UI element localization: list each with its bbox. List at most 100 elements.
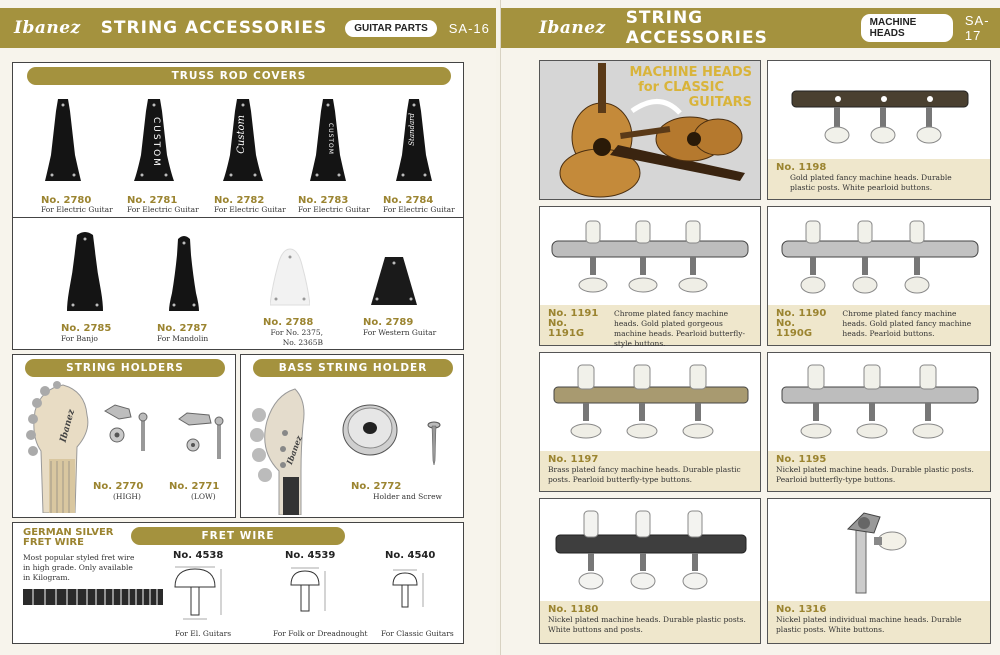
truss-cover-2787 <box>169 235 199 317</box>
item-number: No. 2787 <box>157 323 208 334</box>
truss-cover-2780 <box>45 97 81 187</box>
product-card-1197: No. 1197 Brass plated fancy machine head… <box>539 352 761 492</box>
item-desc: Chrome plated fancy machine heads. Gold … <box>614 309 745 348</box>
item-number: No. 1198 <box>776 162 827 173</box>
product-card-1316: No. 1316 Nickel plated individual machin… <box>767 498 991 644</box>
section-tag: MACHINE HEADS <box>860 14 953 42</box>
item-number: No. 1180 <box>548 604 599 615</box>
item-number: No. 1195 <box>776 454 827 465</box>
item-number: No. 4539 <box>285 550 336 561</box>
product-caption: No. 1316 Nickel plated individual machin… <box>768 601 990 643</box>
item-number: No. 1197 <box>548 454 599 465</box>
fret-profile-4538 <box>169 563 239 627</box>
product-card-1180: No. 1180 Nickel plated machine heads. Du… <box>539 498 761 644</box>
fret-wire-title: FRET WIRE <box>131 527 345 545</box>
item-number: No. 2782 <box>214 195 265 206</box>
bass-holder-screw-image <box>427 421 441 469</box>
truss-cover-2788 <box>269 247 311 311</box>
header-title: STRING ACCESSORIES <box>625 8 768 48</box>
product-caption: No. 1198 Gold plated fancy machine heads… <box>768 159 990 199</box>
bass-string-holder-title: BASS STRING HOLDER <box>253 359 453 377</box>
product-caption: No. 1197 Brass plated fancy machine head… <box>540 451 760 491</box>
item-number: No. 2772 <box>351 481 402 492</box>
bass-holder-disc-image <box>341 399 399 461</box>
item-number: No. 2788 <box>263 317 314 328</box>
truss-cover-2783: CUSTOM <box>310 97 346 187</box>
bass-string-holder-box: BASS STRING HOLDER Ibanez No. 2772 Holde… <box>240 354 464 518</box>
item-desc: (HIGH) <box>113 492 141 501</box>
string-holder-low-image <box>175 411 231 471</box>
item-desc: For Electric Guitar <box>127 205 199 214</box>
item-desc: Nickel plated individual machine heads. … <box>776 615 962 634</box>
item-desc: For El. Guitars <box>175 629 232 638</box>
hero-title-line-3: GUITARS <box>688 95 752 110</box>
truss-row-divider <box>13 217 463 218</box>
item-number: No. 1191 <box>548 308 599 319</box>
left-header: Ibanez STRING ACCESSORIES GUITAR PARTS S… <box>0 8 496 48</box>
string-holders-box: STRING HOLDERS Ibanez <box>12 354 236 518</box>
item-number: No. 1191G <box>548 318 585 339</box>
fret-profile-4539 <box>283 563 343 627</box>
truss-cover-2784: Standard <box>396 97 432 187</box>
item-desc: For Classic Guitars <box>381 629 454 638</box>
item-desc: Holder and Screw <box>373 492 442 501</box>
cover-logo-text: Custom <box>236 115 247 154</box>
hero-title-line-2: for CLASSIC <box>638 80 724 95</box>
item-desc: For Electric Guitar <box>298 205 370 214</box>
item-desc: For Folk or Dreadnought <box>273 629 368 638</box>
item-number: No. 2781 <box>127 195 178 206</box>
item-number: No. 2783 <box>298 195 349 206</box>
right-page: Ibanez STRING ACCESSORIES MACHINE HEADS … <box>500 0 1000 655</box>
item-desc: For Mandolin <box>157 334 209 343</box>
item-desc: Brass plated fancy machine heads. Durabl… <box>548 465 741 484</box>
string-holder-high-image <box>101 401 161 465</box>
item-number: No. 2784 <box>383 195 434 206</box>
bass-headstock-image: Ibanez <box>245 381 325 516</box>
item-number: No. 4540 <box>385 550 436 561</box>
truss-rod-title: TRUSS ROD COVERS <box>27 67 451 85</box>
item-desc: Gold plated fancy machine heads. Durable… <box>790 173 952 192</box>
item-number: No. 2789 <box>363 317 414 328</box>
guitar-headstock-image: Ibanez <box>21 381 101 514</box>
page-number: SA-17 <box>964 13 990 43</box>
cover-logo-text: CUSTOM <box>151 117 161 168</box>
item-desc: Chrome plated fancy machine heads. Gold … <box>842 309 972 338</box>
fret-profile-4540 <box>387 567 437 621</box>
fret-desc-line: in high grade. Only available <box>23 563 133 572</box>
right-header: Ibanez STRING ACCESSORIES MACHINE HEADS … <box>501 8 1000 48</box>
item-number: No. 2771 <box>169 481 220 492</box>
cover-logo-text: CUSTOM <box>327 123 334 155</box>
brand-logo: Ibanez <box>539 18 606 38</box>
truss-rod-box: TRUSS ROD COVERS CUSTOM Custom CUSTOM St… <box>12 62 464 350</box>
hero-title-line-1: MACHINE HEADS <box>629 65 752 80</box>
item-desc: (LOW) <box>191 492 216 501</box>
item-desc: Nickel plated machine heads. Durable pla… <box>776 465 974 484</box>
left-page: Ibanez STRING ACCESSORIES GUITAR PARTS S… <box>0 0 496 655</box>
item-number: No. 1316 <box>776 604 827 615</box>
truss-cover-2785 <box>67 231 103 317</box>
item-number: No. 1190G <box>776 318 813 339</box>
item-number: No. 2770 <box>93 481 144 492</box>
product-card-1195: No. 1195 Nickel plated machine heads. Du… <box>767 352 991 492</box>
item-desc: For Electric Guitar <box>41 205 113 214</box>
item-number: No. 1190 <box>776 308 827 319</box>
fret-side-title-2: FRET WIRE <box>23 537 84 548</box>
brand-logo: Ibanez <box>14 18 81 38</box>
fret-desc-line: Most popular styled fret wire <box>23 553 135 562</box>
item-desc: For Electric Guitar <box>383 205 455 214</box>
item-desc: For Western Guitar <box>363 328 437 337</box>
product-card-1198: No. 1198 Gold plated fancy machine heads… <box>767 60 991 200</box>
page-number: SA-16 <box>448 20 490 36</box>
item-desc: Nickel plated machine heads. Durable pla… <box>548 615 746 634</box>
header-title: STRING ACCESSORIES <box>100 18 328 38</box>
product-caption: No. 1180 Nickel plated machine heads. Du… <box>540 601 760 643</box>
fretboard-image <box>23 589 163 609</box>
product-caption: No. 1195 Nickel plated machine heads. Du… <box>768 451 990 491</box>
truss-cover-2781: CUSTOM <box>134 97 174 187</box>
truss-cover-2782: Custom <box>223 97 263 187</box>
item-desc: For Electric Guitar <box>214 205 286 214</box>
